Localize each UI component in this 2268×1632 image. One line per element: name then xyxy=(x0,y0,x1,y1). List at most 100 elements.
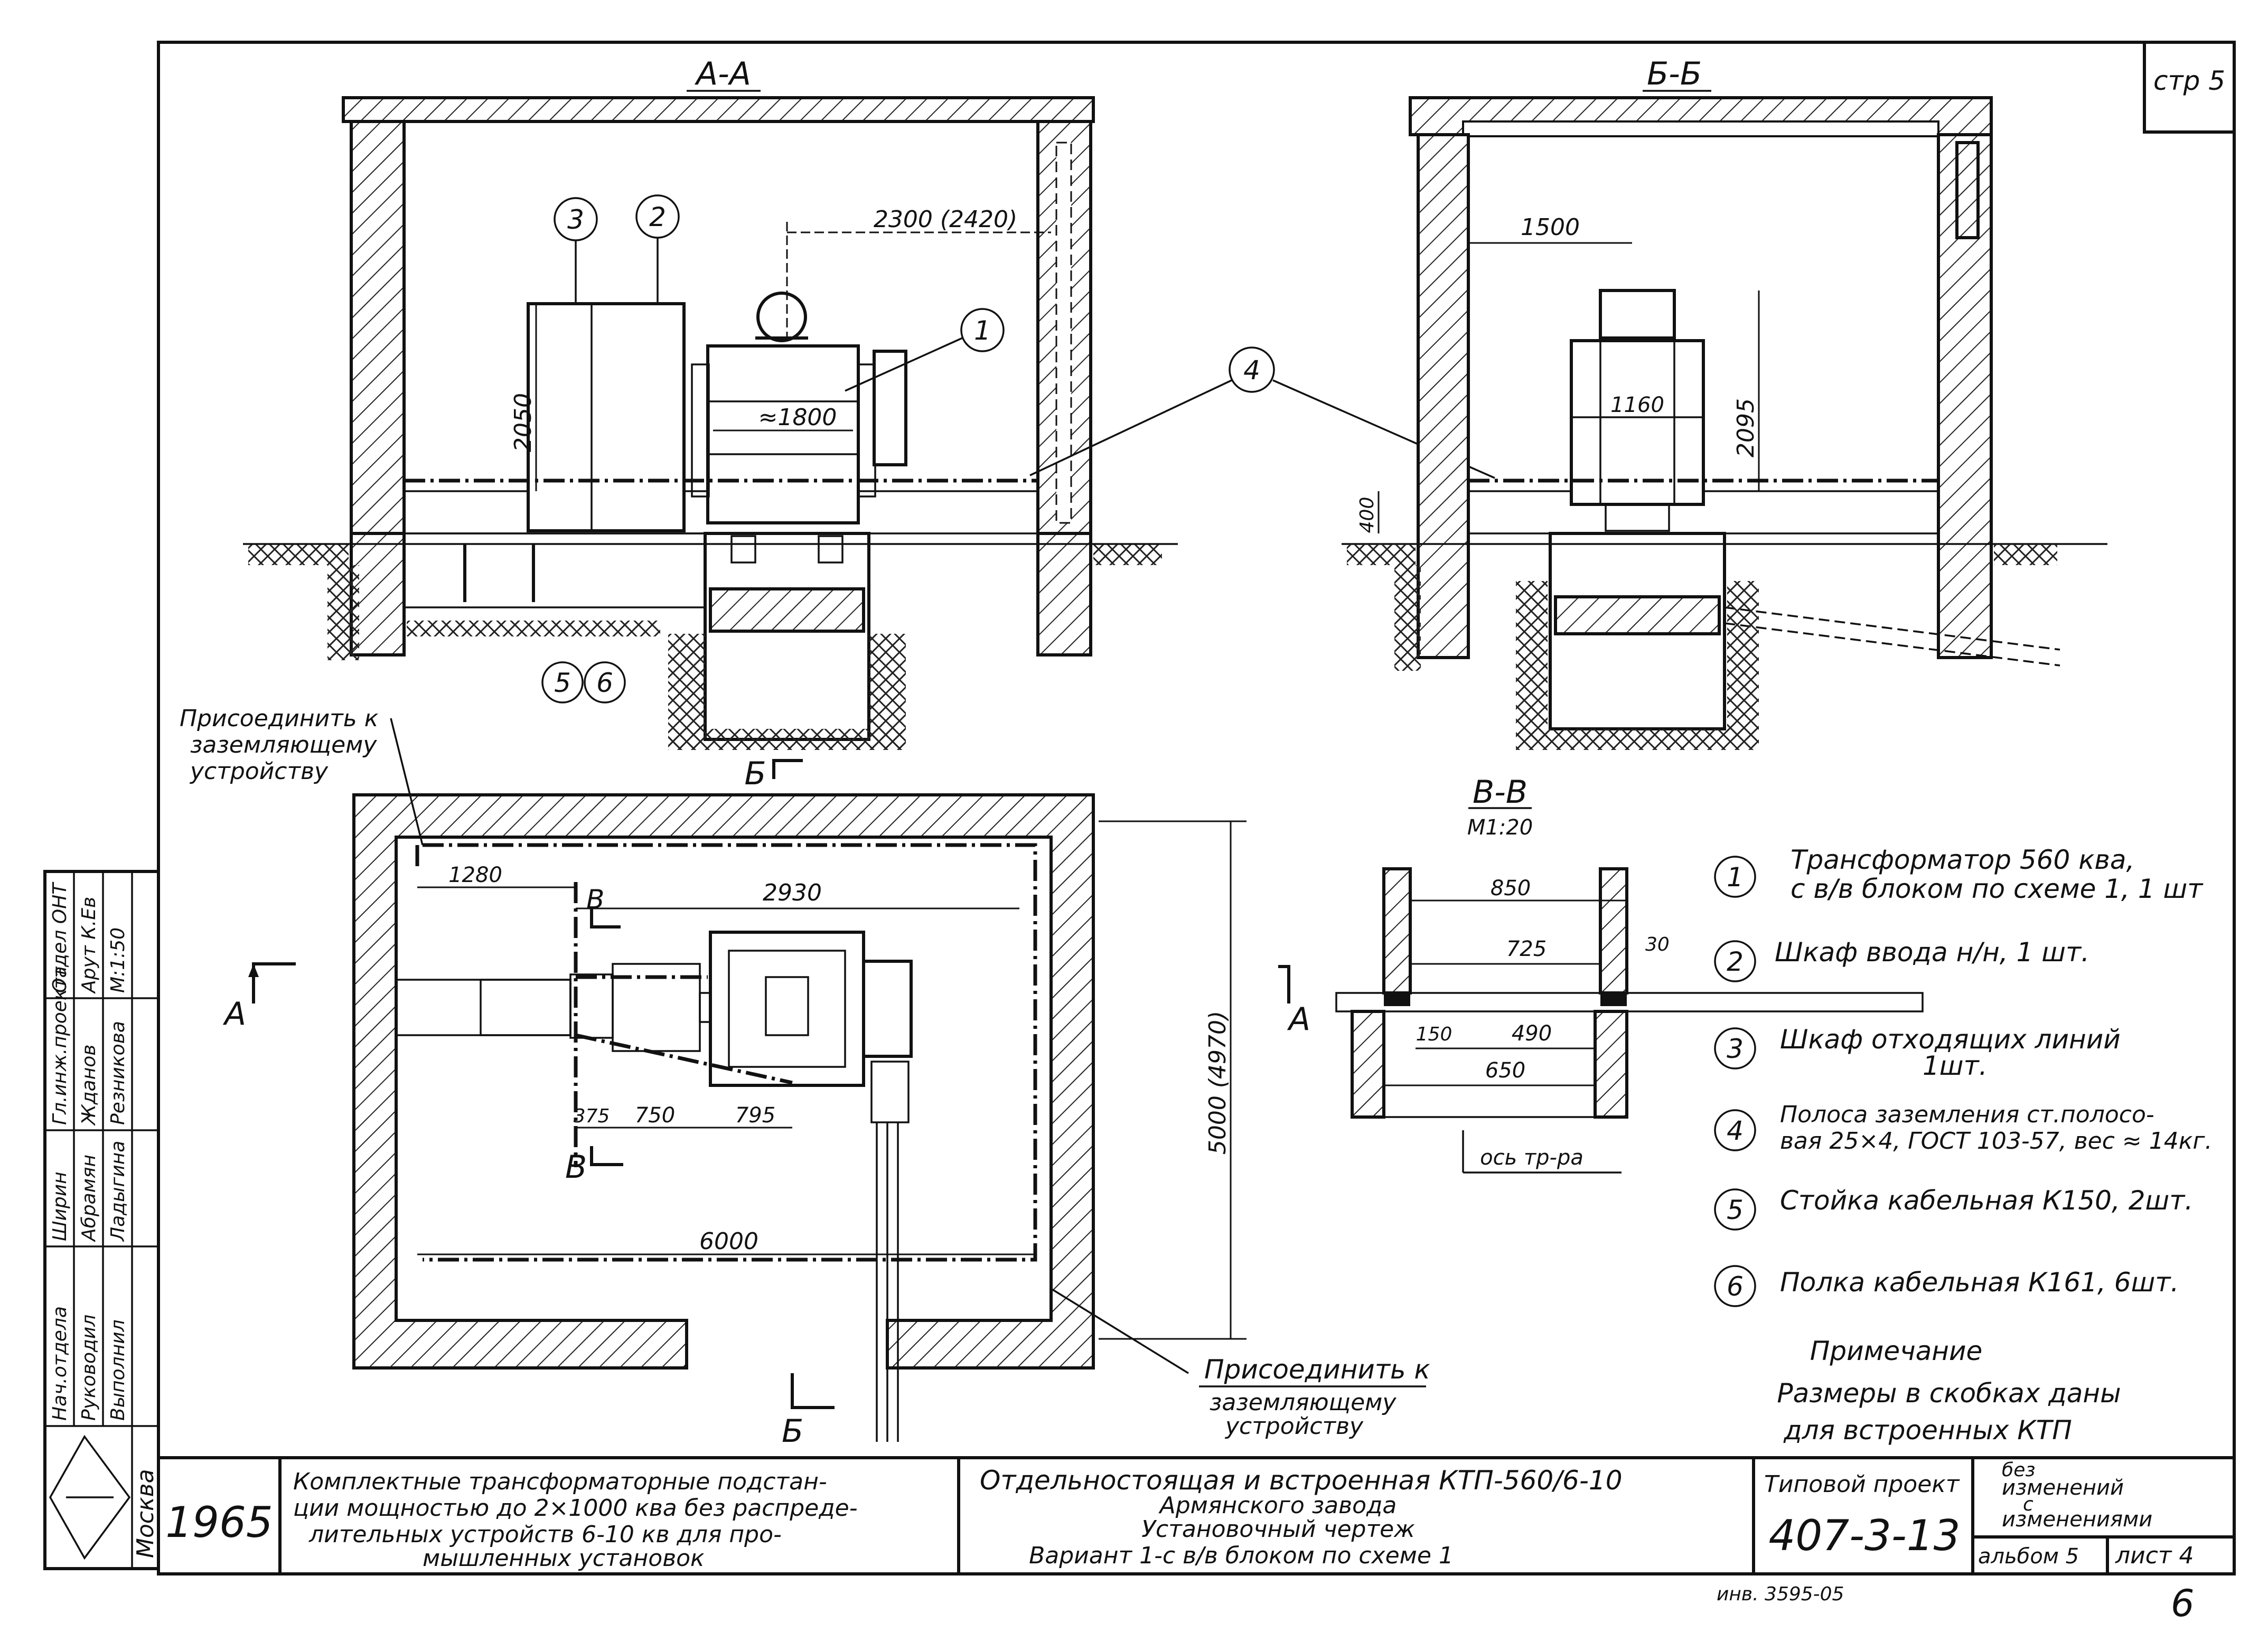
svg-text:Выполнил: Выполнил xyxy=(107,1319,129,1421)
svg-text:Арут К.Ев: Арут К.Ев xyxy=(78,897,100,994)
svg-text:Резникова: Резникова xyxy=(107,1021,129,1125)
svg-text:с в/в блоком по схеме 1, 1 шт: с в/в блоком по схеме 1, 1 шт xyxy=(1791,874,2204,904)
legend-item-1: 1 Трансформатор 560 ква, с в/в блоком по… xyxy=(1714,845,2204,904)
svg-text:Жданов: Жданов xyxy=(78,1044,100,1126)
aa-dim-height: 2050 xyxy=(510,393,537,452)
plan-cut-a-right: А xyxy=(1287,1001,1310,1038)
project-number: 407-3-13 xyxy=(1768,1511,1960,1560)
svg-text:Стойка кабельная К150, 2шт.: Стойка кабельная К150, 2шт. xyxy=(1780,1185,2193,1216)
svg-text:Вариант 1-с в/в блоком по схем: Вариант 1-с в/в блоком по схеме 1 xyxy=(1029,1542,1454,1569)
inventory-number: инв. 3595-05 xyxy=(1717,1583,1844,1605)
svg-text:1шт.: 1шт. xyxy=(1923,1051,1988,1081)
plan-dim-c: 795 xyxy=(735,1103,775,1128)
svg-text:Установочный чертеж: Установочный чертеж xyxy=(1141,1516,1415,1543)
title-year: 1965 xyxy=(165,1498,273,1547)
svg-text:устройству: устройству xyxy=(189,758,329,785)
svg-text:Присоединить к: Присоединить к xyxy=(180,705,379,732)
svg-text:Присоединить к: Присоединить к xyxy=(1204,1354,1430,1385)
svg-text:Полоса заземления ст.полосо-: Полоса заземления ст.полосо- xyxy=(1780,1101,2154,1128)
svg-text:3: 3 xyxy=(567,204,584,235)
svg-text:Отдел ОНТ: Отдел ОНТ xyxy=(49,881,71,993)
aa-transformer xyxy=(706,344,860,524)
aa-dim-width: 2300 (2420) xyxy=(874,206,1017,233)
bb-dim-height: 2095 xyxy=(1732,398,1759,457)
aa-callout-5 xyxy=(541,661,584,704)
svg-text:2: 2 xyxy=(1727,946,1744,977)
vv-axis-label: ось тр-ра xyxy=(1480,1146,1583,1170)
svg-text:5: 5 xyxy=(554,668,571,698)
plan-grounding-loop xyxy=(423,843,1037,1262)
aa-callout-1 xyxy=(960,308,1005,352)
plan-cut-a-left: А xyxy=(222,996,246,1033)
vv-dim-total: 650 xyxy=(1485,1058,1525,1083)
svg-text:изменениями: изменениями xyxy=(2002,1507,2152,1532)
plan-dim-center: 2930 xyxy=(763,879,822,906)
svg-text:1: 1 xyxy=(974,315,991,346)
svg-text:Нач.отдела: Нач.отдела xyxy=(49,1306,71,1421)
svg-text:5: 5 xyxy=(1727,1195,1744,1225)
album-label: альбом 5 xyxy=(1978,1544,2079,1569)
bb-transformer-top xyxy=(1599,289,1676,340)
svg-text:устройству: устройству xyxy=(1224,1413,1364,1440)
svg-text:6: 6 xyxy=(1727,1271,1744,1302)
svg-text:лительных устройств 6-10 кв дл: лительных устройств 6-10 кв для про- xyxy=(308,1521,782,1548)
sheet-label: лист 4 xyxy=(2115,1542,2194,1569)
bb-dim-transformer: 1160 xyxy=(1610,393,1664,417)
plan-view: 1280 2930 375 750 795 6000 5000 (4970) А… xyxy=(222,718,1310,1450)
section-aa-title: А-А xyxy=(694,55,751,92)
plan-dim-width: 6000 xyxy=(699,1228,758,1255)
svg-text:Размеры в скобках даны: Размеры в скобках даны xyxy=(1777,1378,2121,1409)
svg-text:для встроенных КТП: для встроенных КТП xyxy=(1783,1415,2072,1446)
svg-text:заземляющему: заземляющему xyxy=(190,731,377,758)
legend-item-4: 4 Полоса заземления ст.полосо- вая 25×4,… xyxy=(1714,1101,2212,1155)
remark-note: Примечание Размеры в скобках даны для вс… xyxy=(1777,1336,2121,1446)
svg-text:Ладыгина: Ладыгина xyxy=(107,1141,129,1242)
section-vv-title: В-В xyxy=(1473,774,1527,811)
bb-right-wall xyxy=(1937,133,1993,659)
vv-dim-channel: 490 xyxy=(1512,1021,1552,1046)
aa-cut-marker: Б xyxy=(744,755,766,792)
sheet-frame xyxy=(157,41,2236,1575)
section-vv: В-В М1:20 850 725 30 150 490 650 ось тр-… xyxy=(1335,774,1924,1174)
aa-cabinet-3 xyxy=(527,302,686,532)
project-label: Типовой проект xyxy=(1764,1471,1960,1498)
svg-text:Шкаф ввода н/н, 1 шт.: Шкаф ввода н/н, 1 шт. xyxy=(1775,937,2089,968)
svg-text:Армянского завода: Армянского завода xyxy=(1158,1492,1397,1519)
title-block: 1965 Комплектные трансформаторные подста… xyxy=(165,1458,2234,1625)
plan-dim-left: 1280 xyxy=(448,863,502,887)
legend-item-2: 2 Шкаф ввода н/н, 1 шт. xyxy=(1714,937,2089,982)
aa-pit-filler xyxy=(709,587,865,633)
legend-item-3: 3 Шкаф отходящих линий 1шт. xyxy=(1714,1024,2121,1081)
callout-4 xyxy=(1229,346,1275,393)
section-aa: А-А xyxy=(243,55,1178,792)
institute-logo xyxy=(49,1434,131,1560)
plan-dim-depth: 5000 (4970) xyxy=(1204,1011,1231,1155)
side-stamp: Нач.отдела Руководил Выполнил Ширин Абра… xyxy=(43,870,160,1570)
aa-callout-6 xyxy=(584,661,626,704)
plan-transformer xyxy=(709,931,865,1087)
vv-dim-inner: 725 xyxy=(1506,937,1547,961)
legend-item-5: 5 Стойка кабельная К150, 2шт. xyxy=(1714,1185,2193,1231)
svg-text:Абрамян: Абрамян xyxy=(78,1155,100,1242)
svg-text:изменений: изменений xyxy=(2002,1476,2124,1500)
section-vv-scale: М1:20 xyxy=(1467,815,1533,840)
svg-text:мышленных установок: мышленных установок xyxy=(423,1545,705,1572)
legend: 1 Трансформатор 560 ква, с в/в блоком по… xyxy=(1714,845,2212,1307)
svg-text:ции мощностью до 2×1000 ква бе: ции мощностью до 2×1000 ква без распреде… xyxy=(293,1495,858,1522)
bb-dim-floor: 400 xyxy=(1356,497,1378,533)
legend-item-6: 6 Полка кабельная К161, 6шт. xyxy=(1714,1265,2179,1307)
ground-note-top: Присоединить к заземляющему устройству xyxy=(180,705,379,785)
section-bb-title: Б-Б xyxy=(1647,55,1702,92)
svg-text:3: 3 xyxy=(1727,1034,1744,1064)
svg-text:Комплектные трансформаторные п: Комплектные трансформаторные подстан- xyxy=(293,1468,827,1495)
page-number-box: стр 5 xyxy=(2143,41,2236,134)
svg-text:вая 25×4, ГОСТ 103-57, вес ≈ 1: вая 25×4, ГОСТ 103-57, вес ≈ 14кг. xyxy=(1780,1128,2212,1155)
aa-dim-transformer: ≈1800 xyxy=(758,404,837,431)
svg-text:Отдельностоящая и встроенная К: Отдельностоящая и встроенная КТП-560/6-1… xyxy=(980,1465,1623,1496)
ground-note-bottom: Присоединить к заземляющему устройству xyxy=(1199,1354,1430,1440)
section-bb: Б-Б 1500 1160 2095 xyxy=(1342,55,2107,750)
bb-dim-offset: 1500 xyxy=(1521,214,1580,241)
svg-text:Полка кабельная К161, 6шт.: Полка кабельная К161, 6шт. xyxy=(1780,1267,2179,1298)
stamp-city: Москва xyxy=(132,1469,159,1558)
